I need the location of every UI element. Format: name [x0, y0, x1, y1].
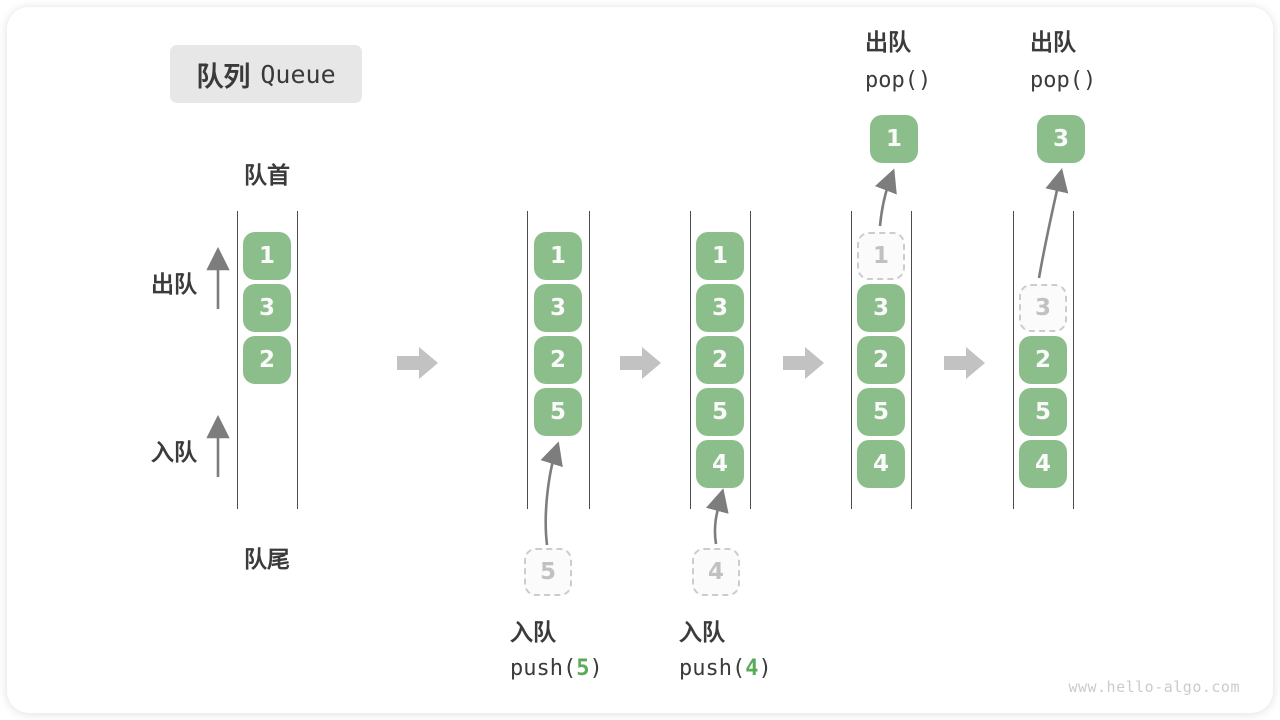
title-box: 队列 Queue	[170, 45, 362, 103]
enqueue-side-label: 入队	[151, 440, 197, 466]
queue2-wall-left	[527, 211, 528, 509]
queue1-wall-right	[297, 211, 298, 509]
queue-rear-label: 队尾	[244, 547, 290, 573]
queue4-cell: 4	[857, 440, 905, 488]
queue2-cell: 1	[534, 232, 582, 280]
queue2-cell: 3	[534, 284, 582, 332]
queue3-cell: 4	[696, 440, 744, 488]
pop2-code: pop()	[1030, 68, 1097, 93]
queue-front-label: 队首	[244, 163, 290, 189]
queue1-cell: 3	[243, 284, 291, 332]
queue3-wall-left	[690, 211, 691, 509]
push1-arg: 5	[576, 656, 590, 681]
queue5-wall-right	[1073, 211, 1074, 509]
queue3-cell: 2	[696, 336, 744, 384]
push2-code: push(4)	[679, 658, 772, 680]
queue3-pending-cell: 4	[692, 548, 740, 596]
pop1-label: 出队	[865, 30, 911, 56]
queue2-cell: 2	[534, 336, 582, 384]
dequeue-side-label: 出队	[151, 272, 197, 298]
queue3-wall-right	[750, 211, 751, 509]
queue5-popped-cell: 3	[1037, 115, 1085, 163]
queue4-cell: 2	[857, 336, 905, 384]
push1-code-close: )	[589, 656, 603, 681]
queue4-ghost-cell: 1	[857, 232, 905, 280]
queue1-wall-left	[237, 211, 238, 509]
queue1-cell: 2	[243, 336, 291, 384]
pop1-code: pop()	[865, 68, 932, 93]
queue5-ghost-cell: 3	[1019, 284, 1067, 332]
queue3-cell: 3	[696, 284, 744, 332]
queue4-cell: 5	[857, 388, 905, 436]
title-en: Queue	[260, 59, 336, 89]
queue4-cell: 3	[857, 284, 905, 332]
push1-code: push(5)	[510, 658, 603, 680]
queue3-cell: 5	[696, 388, 744, 436]
push2-label: 入队	[679, 620, 725, 646]
queue2-wall-right	[589, 211, 590, 509]
diagram-card	[7, 7, 1273, 713]
queue1-cell: 1	[243, 232, 291, 280]
queue4-wall-left	[851, 211, 852, 509]
queue5-cell: 2	[1019, 336, 1067, 384]
queue5-wall-left	[1013, 211, 1014, 509]
push2-code-open: push(	[679, 656, 746, 681]
push1-code-open: push(	[510, 656, 577, 681]
queue5-cell: 5	[1019, 388, 1067, 436]
queue5-cell: 4	[1019, 440, 1067, 488]
queue4-popped-cell: 1	[870, 115, 918, 163]
queue2-pending-cell: 5	[524, 548, 572, 596]
queue3-cell: 1	[696, 232, 744, 280]
title-zh: 队列	[196, 61, 251, 93]
queue2-cell: 5	[534, 388, 582, 436]
push2-arg: 4	[745, 656, 759, 681]
watermark: www.hello-algo.com	[1068, 678, 1240, 696]
pop2-label: 出队	[1030, 30, 1076, 56]
push2-code-close: )	[758, 656, 772, 681]
queue4-wall-right	[911, 211, 912, 509]
push1-label: 入队	[510, 620, 556, 646]
